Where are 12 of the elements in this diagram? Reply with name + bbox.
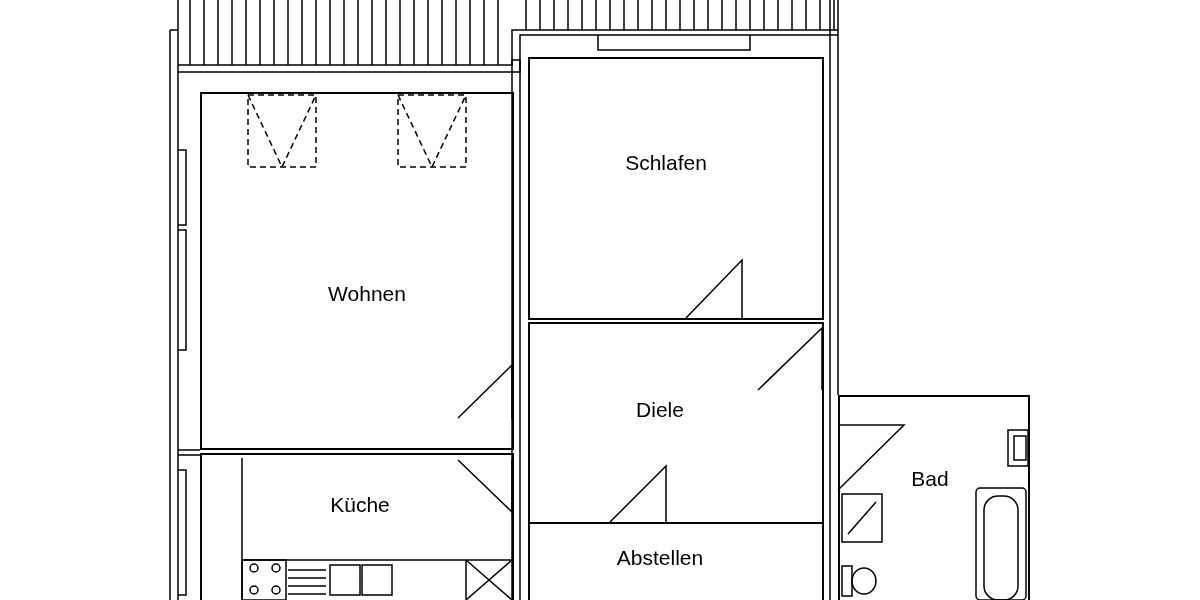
room-label: Schlafen xyxy=(625,151,707,175)
room-outline xyxy=(200,453,514,600)
room-label: Küche xyxy=(330,493,390,517)
room-outline xyxy=(528,57,824,320)
room-outline xyxy=(200,92,514,450)
room-label: Abstellen xyxy=(616,546,704,570)
room-outline xyxy=(528,522,824,600)
room-outline xyxy=(838,395,1030,600)
room-label: Diele xyxy=(636,398,684,422)
room-outline xyxy=(528,322,824,524)
room-label: Bad xyxy=(911,467,949,491)
room-label: Wohnen xyxy=(328,282,406,306)
